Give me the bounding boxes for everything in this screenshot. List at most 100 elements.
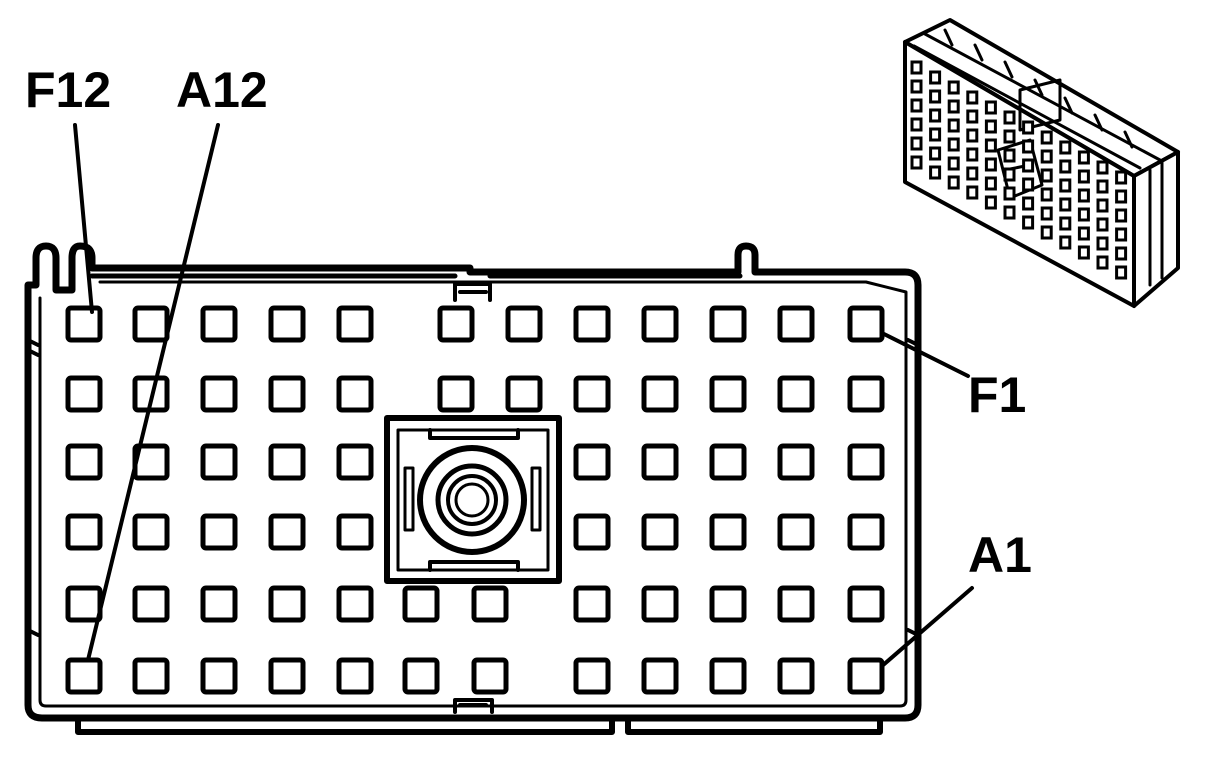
pin-cavity [268,305,306,343]
inset-pin-cavity [1059,140,1072,155]
inset-pin-cavity [966,109,979,124]
connector-isometric-inset [903,18,1180,308]
inset-pin-cavity [910,98,923,113]
inset-pin-cavity [947,175,960,190]
pin-cavity [132,657,170,695]
pin-cavity [641,443,679,481]
pin-cavity [268,657,306,695]
inset-pin-cavity [1077,169,1090,184]
pin-cavity [200,513,238,551]
label-f12: F12 [25,62,111,118]
pin-cavity [268,375,306,413]
pin-cavity [641,513,679,551]
inset-pin-cavity [1115,265,1128,280]
pin-cavity [641,657,679,695]
inset-pin-cavity [1115,246,1128,261]
inset-pin-cavity [1077,207,1090,222]
inset-pin-cavity [947,137,960,152]
inset-pin-cavity [929,146,942,161]
pin-cavity [847,585,885,623]
pin-cavity [402,657,440,695]
inset-pin-cavity [1022,196,1035,211]
pin-cavity [65,585,103,623]
pin-cavity [777,657,815,695]
inset-pin-cavity [984,195,997,210]
inset-pin-cavity [1022,139,1035,154]
pin-cavity [709,513,747,551]
inset-pin-cavity [984,138,997,153]
pin-cavity [336,513,374,551]
pin-cavity [336,305,374,343]
leader-line-f12 [73,123,94,314]
inset-pin-cavity [1003,110,1016,125]
pin-cavity [65,657,103,695]
inset-pin-cavity [1096,255,1109,270]
inset-pin-cavity [966,90,979,105]
pin-cavity [471,585,509,623]
center-guide-post [384,415,562,584]
pin-cavity [402,585,440,623]
pin-cavity [573,375,611,413]
pin-cavity [573,657,611,695]
pin-cavity [336,585,374,623]
leader-line-f1 [880,331,970,378]
inset-pin-cavity [984,119,997,134]
pin-cavity [573,513,611,551]
inset-pin-cavity [1077,226,1090,241]
pin-cavity [573,305,611,343]
pin-cavity [132,305,170,343]
inset-pin-cavity [1096,236,1109,251]
inset-pin-cavity [929,165,942,180]
inset-pin-cavity [1077,245,1090,260]
label-f1: F1 [968,367,1026,423]
leader-lines [73,123,974,668]
pin-cavity [336,443,374,481]
pin-cavity [709,443,747,481]
pin-cavity [641,375,679,413]
inset-pin-cavity [1003,167,1016,182]
pin-cavity [847,375,885,413]
inset-pin-cavity [1096,179,1109,194]
inset-pin-cavity [984,176,997,191]
inset-pin-cavity [1115,170,1128,185]
pin-cavity [65,375,103,413]
inset-pin-cavity [1040,225,1053,240]
inset-pin-cavity [929,70,942,85]
pin-cavity [268,513,306,551]
inset-pin-cavity [910,60,923,75]
pin-cavity [641,585,679,623]
inset-pin-cavity [984,157,997,172]
pin-cavity [709,305,747,343]
inset-pin-cavity [1003,129,1016,144]
inset-pin-cavity [1059,235,1072,250]
inset-pin-cavity [1059,197,1072,212]
inset-pin-cavity [1115,208,1128,223]
inset-pin-cavity [1040,187,1053,202]
inset-pin-cavity [1022,177,1035,192]
inset-pin-cavity [966,185,979,200]
pin-cavity [132,513,170,551]
pin-cavity [847,305,885,343]
leader-line-a1 [880,586,974,668]
pin-cavity [777,305,815,343]
inset-pin-cavity [947,80,960,95]
pin-cavity [505,375,543,413]
inset-pin-cavity [1040,130,1053,145]
inset-pin-cavity [1022,215,1035,230]
pin-cavity [471,657,509,695]
inset-pin-cavity [1115,227,1128,242]
inset-pin-cavity [1077,188,1090,203]
inset-pin-cavity [1022,158,1035,173]
inset-pin-cavity [1077,150,1090,165]
pin-cavity [709,375,747,413]
pin-cavity [847,657,885,695]
pin-cavity [268,585,306,623]
inset-pin-cavity [910,79,923,94]
inset-pin-cavity [1040,149,1053,164]
pin-cavity [200,657,238,695]
inset-pin-cavity [1059,159,1072,174]
inset-pin-cavity [1059,216,1072,231]
pin-cavity [777,585,815,623]
inset-pin-cavity [1115,189,1128,204]
